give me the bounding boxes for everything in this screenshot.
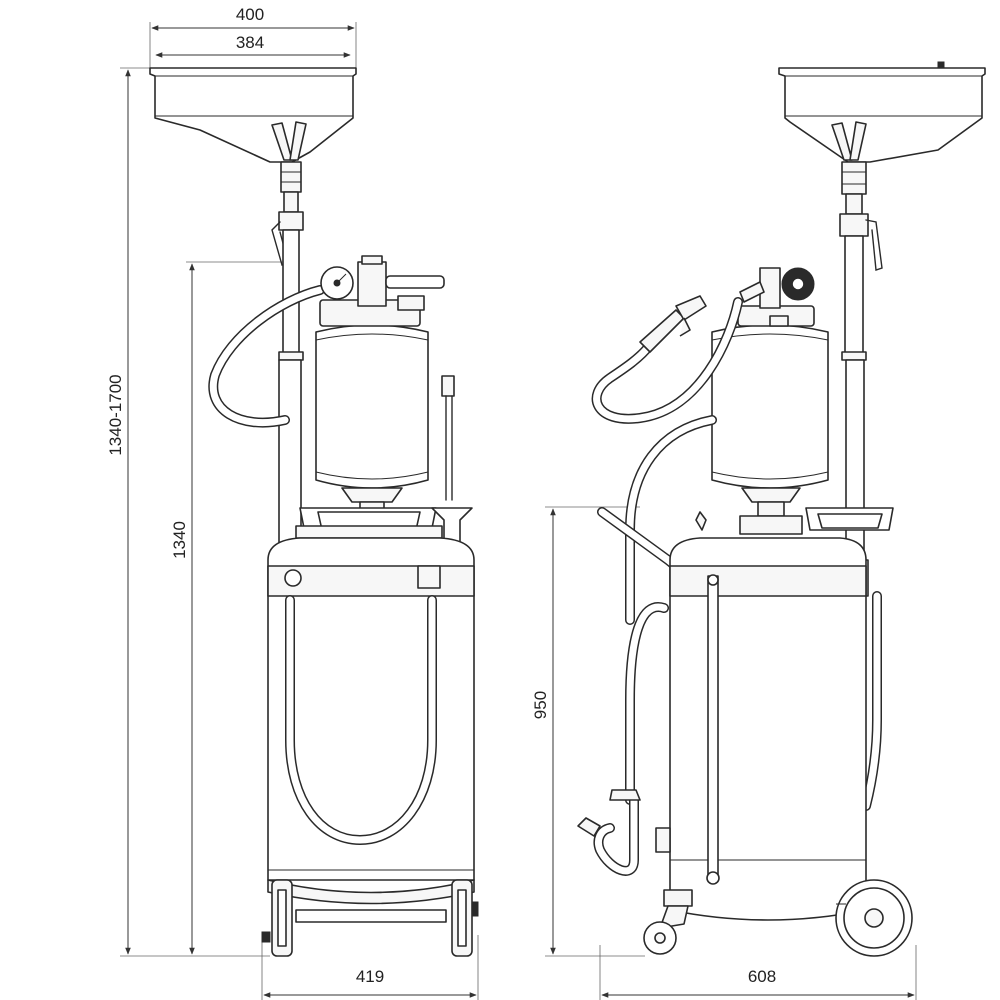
dimension-lines — [120, 22, 917, 1000]
dim-front-min-height: 1340 — [170, 521, 189, 559]
front-gauge-head — [319, 255, 445, 327]
front-tank — [267, 537, 475, 881]
side-gun-hose — [591, 295, 743, 424]
side-view — [577, 61, 986, 957]
side-drain-hose — [577, 789, 641, 876]
dim-front-base-width: 419 — [356, 967, 384, 986]
side-funnel — [778, 61, 986, 163]
side-main-wheel — [835, 879, 913, 957]
side-tray — [805, 507, 894, 531]
front-suction-hose — [285, 595, 437, 846]
side-prechamber — [711, 324, 829, 535]
dim-front-inner-width: 384 — [236, 33, 264, 52]
front-gauge-hose — [208, 285, 325, 428]
dim-front-overall-width: 400 — [236, 5, 264, 24]
side-caster-wheel — [643, 889, 693, 955]
front-tray — [295, 507, 443, 539]
dim-side-tank-height: 950 — [531, 691, 550, 719]
front-base — [261, 879, 479, 957]
side-large-hose — [625, 415, 717, 805]
dim-front-total-height: 1340-1700 — [106, 374, 125, 455]
front-view — [149, 67, 479, 957]
front-funnel — [149, 67, 357, 163]
side-tank — [655, 511, 867, 921]
side-rear-hose — [861, 591, 882, 811]
front-prechamber — [315, 324, 429, 513]
side-gauge-head — [737, 267, 815, 327]
dim-side-base-depth: 608 — [748, 967, 776, 986]
